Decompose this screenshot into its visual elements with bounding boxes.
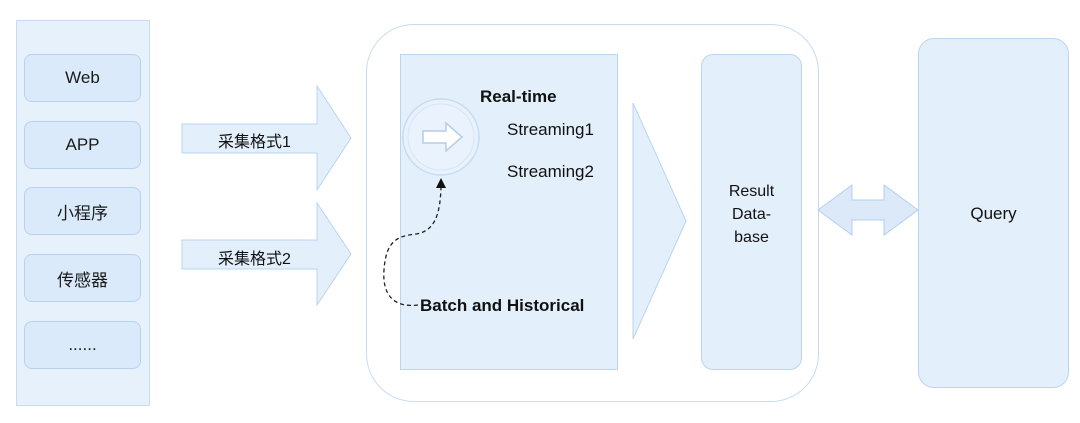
source-web: Web — [24, 54, 141, 102]
source-sensor-label: 传感器 — [57, 270, 108, 290]
source-sensor: 传感器 — [24, 254, 141, 302]
dashed-arrow-head — [436, 178, 446, 188]
result-db-line-3: base — [734, 229, 769, 246]
result-db-line-1: Result — [728, 183, 775, 200]
query-box — [918, 38, 1069, 388]
source-mini-program-label: 小程序 — [57, 203, 108, 223]
source-mini-program: 小程序 — [24, 187, 141, 235]
ingest-arrow-1 — [181, 84, 352, 192]
ingest-format-1-label: 采集格式1 — [218, 134, 291, 151]
result-database-label: Result Data- base — [701, 180, 802, 249]
batch-historical-label: Batch and Historical — [420, 296, 585, 315]
query-label: Query — [970, 204, 1017, 223]
source-more-label: ...... — [68, 335, 97, 354]
streaming-2-label: Streaming2 — [507, 162, 594, 181]
ingest-format-2-label: 采集格式2 — [218, 251, 291, 268]
streaming-1-label: Streaming1 — [507, 120, 594, 139]
ingest-arrow-2 — [181, 201, 352, 307]
realtime-title: Real-time — [480, 87, 557, 106]
flow-triangle — [632, 102, 687, 340]
source-app-label: APP — [65, 135, 100, 154]
dashed-connector — [383, 187, 442, 307]
source-app: APP — [24, 121, 141, 169]
double-arrow — [817, 184, 919, 236]
result-db-line-2: Data- — [731, 206, 772, 223]
source-web-label: Web — [65, 68, 100, 87]
source-more: ...... — [24, 321, 141, 369]
result-database-box — [701, 54, 802, 370]
arrow-right-icon — [422, 121, 464, 153]
